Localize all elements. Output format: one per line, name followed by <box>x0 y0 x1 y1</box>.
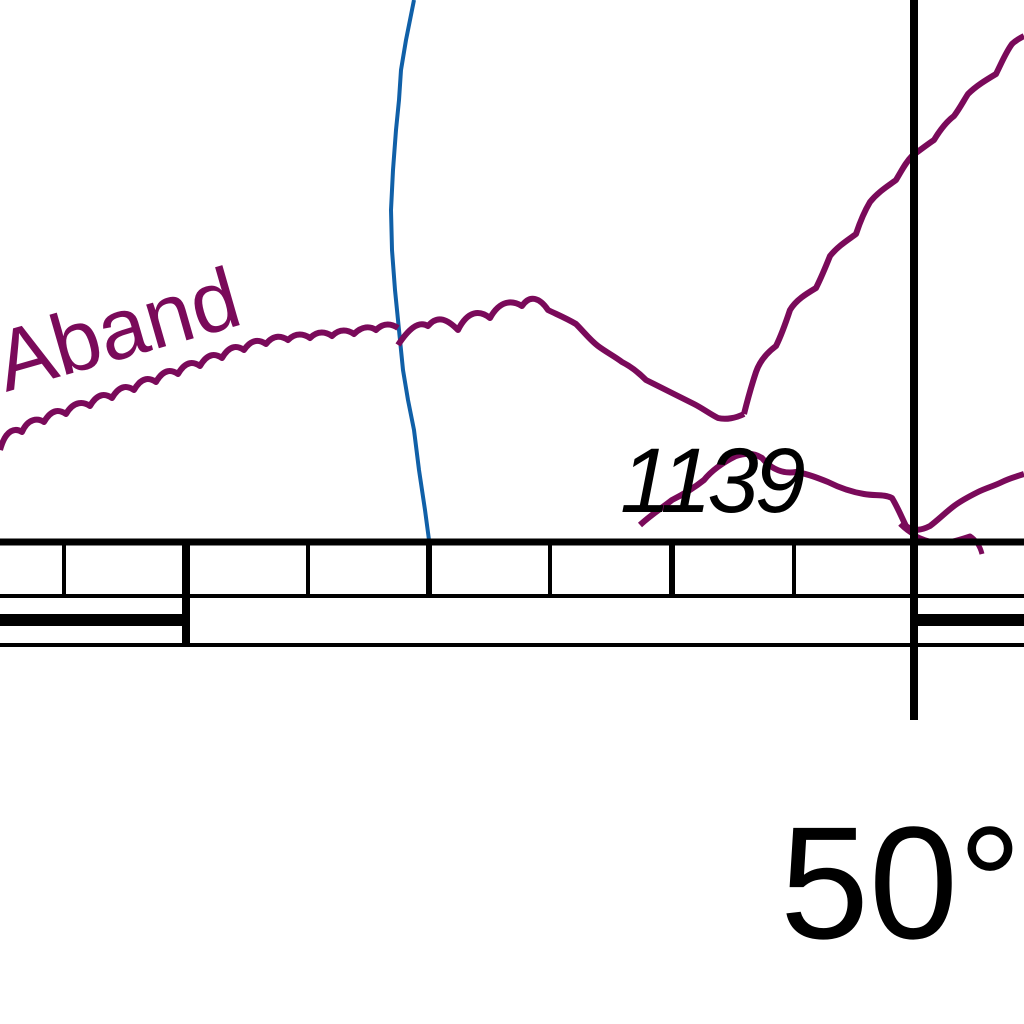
abandoned-line-rising <box>741 33 1024 415</box>
blue-contour-line <box>389 0 431 541</box>
abandoned-line-left <box>0 321 400 451</box>
abandoned-line-middle <box>395 295 746 422</box>
neatline-bar-right <box>914 614 1024 626</box>
neatline-bar-left <box>0 614 186 626</box>
depth-sounding-label: 1139 <box>620 430 805 532</box>
abandoned-line-lower <box>637 450 1024 533</box>
graticule-label: 50° <box>780 793 1022 972</box>
map-neatline <box>0 538 1024 647</box>
